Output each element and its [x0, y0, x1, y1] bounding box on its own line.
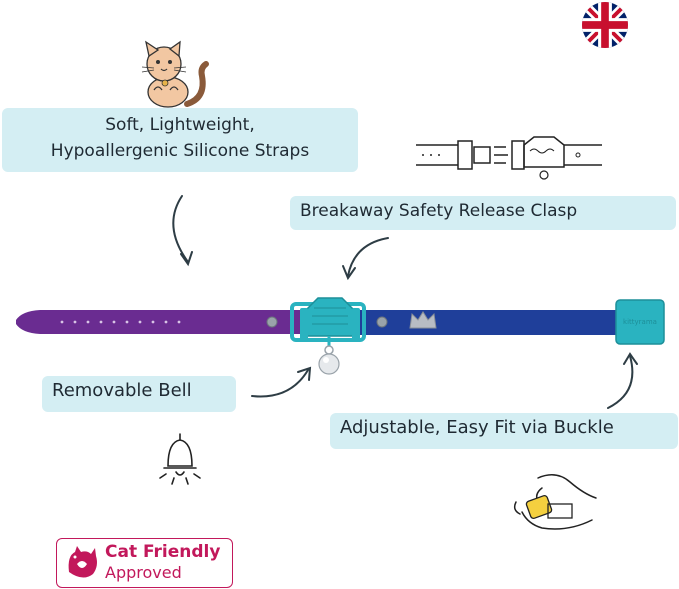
- callout-buckle: Adjustable, Easy Fit via Buckle: [330, 413, 678, 449]
- arrow-icon: [297, 366, 312, 381]
- callout-clasp: Breakaway Safety Release Clasp: [290, 196, 676, 230]
- arrow-icon: [623, 352, 638, 365]
- cat-friendly-badge: Cat Friendly Approved: [56, 538, 233, 588]
- badge-line1: Cat Friendly: [105, 542, 221, 562]
- rivet-icon: [266, 316, 278, 328]
- buckle-icon: [615, 299, 665, 345]
- badge-line2: Approved: [105, 563, 182, 582]
- purple-strap: [16, 310, 300, 334]
- cat-illustration-icon: [141, 40, 209, 108]
- collar-illustration: kittyrama: [16, 297, 665, 375]
- strap-holes: [60, 320, 181, 324]
- callout-bell: Removable Bell: [42, 376, 236, 412]
- callout-straps-line1: Soft, Lightweight,: [105, 115, 255, 135]
- arrow-icon: [607, 355, 634, 409]
- bell-icon: [159, 433, 201, 485]
- arrow-icon: [251, 369, 309, 398]
- hand-buckle-icon: [513, 474, 597, 530]
- callout-straps-line2: Hypoallergenic Silicone Straps: [50, 141, 310, 161]
- crown-icon: [409, 311, 437, 329]
- callout-straps: Soft, Lightweight, Hypoallergenic Silico…: [2, 108, 358, 172]
- arrow-icon: [180, 251, 193, 267]
- arrow-icon: [347, 237, 389, 277]
- arrow-icon: [172, 195, 189, 263]
- buckle-brand-text: kittyrama: [623, 318, 657, 326]
- blue-strap: [350, 310, 620, 335]
- uk-flag-icon: [582, 2, 628, 48]
- rivet-icon: [376, 316, 388, 328]
- cat-friendly-logo-icon: [68, 546, 97, 578]
- arrow-icon: [342, 265, 356, 281]
- clasp-house-icon: [303, 297, 357, 337]
- clasp-diagram-icon: [416, 136, 602, 180]
- bell-charm-icon: [318, 353, 340, 375]
